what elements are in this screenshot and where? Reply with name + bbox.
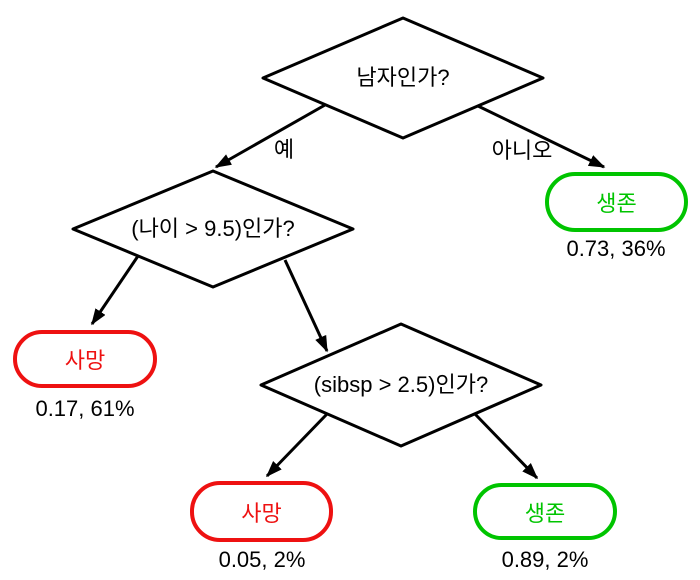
leaf-node-die-bottom-stat: 0.05, 2% — [218, 547, 306, 572]
edge-root-to-age-yes — [214, 103, 326, 169]
decision-node-root — [261, 16, 545, 140]
leaf-node-survive-bottom-stat: 0.89, 2% — [501, 547, 589, 572]
edge-label-yes: 예 — [273, 137, 295, 162]
leaf-node-die-bottom-label: 사망 — [241, 500, 282, 526]
leaf-node-survive-top: 생존 — [545, 172, 688, 232]
edge-root-to-survive-no — [477, 104, 606, 169]
decision-node-root-label: 남자인가? — [356, 65, 450, 90]
leaf-node-survive-top-stat: 0.73, 36% — [566, 236, 666, 261]
edge-age-to-die — [90, 255, 140, 326]
leaf-node-die-left: 사망 — [13, 330, 157, 388]
leaf-node-survive-bottom: 생존 — [473, 483, 617, 540]
leaf-node-survive-top-label: 생존 — [596, 191, 637, 216]
decision-node-age-label: (나이 > 9.5)인가? — [131, 216, 295, 241]
leaf-node-die-left-stat: 0.17, 61% — [35, 396, 135, 421]
edge-age-to-sibsp — [283, 259, 329, 353]
decision-node-sibsp-label: (sibsp > 2.5)인가? — [313, 372, 489, 397]
leaf-node-die-bottom: 사망 — [190, 481, 333, 542]
decision-node-age — [71, 169, 355, 289]
edge-sibsp-to-die — [265, 412, 329, 478]
leaf-node-die-left-label: 사망 — [64, 348, 106, 373]
leaf-node-survive-bottom-label: 생존 — [524, 500, 566, 526]
edge-label-no: 아니오 — [491, 138, 553, 163]
decision-node-sibsp — [259, 322, 543, 448]
edge-sibsp-to-survive — [473, 412, 539, 480]
